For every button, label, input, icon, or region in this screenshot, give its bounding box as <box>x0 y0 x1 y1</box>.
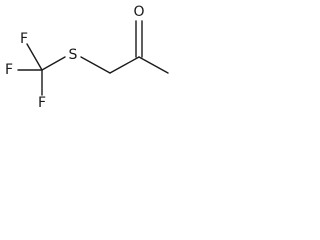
atom-sulfur: S <box>69 47 78 63</box>
bond-ch2-carbonyl <box>109 56 140 74</box>
bond-c-s <box>41 56 66 71</box>
bonds <box>17 20 169 96</box>
bond-carbonyl-ch3 <box>138 56 169 74</box>
atom-fluorine-left: F <box>5 62 13 78</box>
atom-fluorine-bottom: F <box>38 95 46 111</box>
atom-labels: O S F F F <box>5 4 145 111</box>
bond-c-f-top <box>26 43 43 71</box>
bond-s-ch2 <box>80 56 111 74</box>
atom-oxygen: O <box>133 4 144 20</box>
structure-diagram: O S F F F <box>5 4 169 111</box>
atom-fluorine-top: F <box>20 31 28 47</box>
